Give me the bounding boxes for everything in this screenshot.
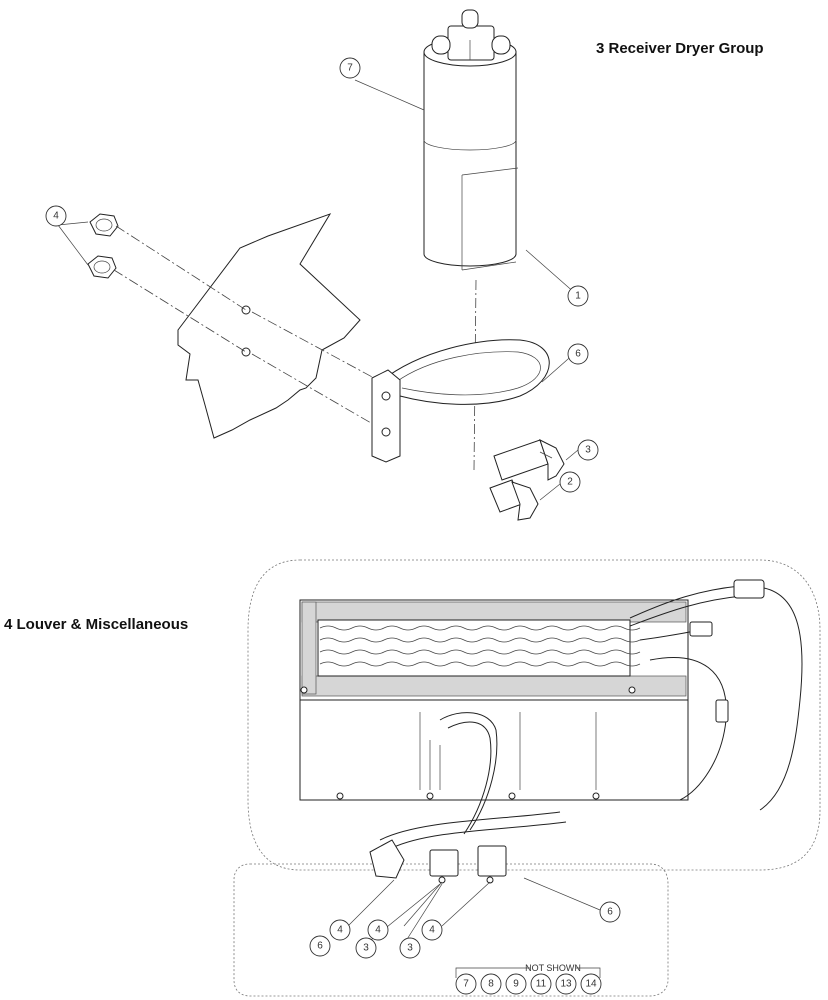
callout-top-6: 6: [567, 343, 589, 365]
louver-envelope: [247, 559, 821, 871]
section-title-louver: 4 Louver & Miscellaneous: [4, 616, 189, 633]
connector-assembly: [369, 839, 507, 884]
svg-text:3: 3: [585, 445, 591, 456]
svg-text:13: 13: [560, 979, 572, 990]
callout-bottom-3b: 3: [399, 937, 421, 959]
callout-bottom-4b: 4: [367, 919, 389, 941]
bolt: [489, 479, 539, 521]
svg-text:4: 4: [337, 925, 343, 936]
svg-text:6: 6: [575, 349, 581, 360]
not-shown-item-8: 8: [480, 973, 502, 995]
hex-nut: [87, 255, 117, 279]
svg-text:7: 7: [463, 979, 469, 990]
mounting-bracket: [177, 213, 361, 439]
clamp-strap: [371, 339, 550, 463]
louver-housing: [299, 599, 689, 801]
svg-text:14: 14: [585, 979, 597, 990]
svg-text:7: 7: [347, 63, 353, 74]
not-shown-label: NOT SHOWN: [525, 963, 581, 973]
callout-bottom-6b: 6: [599, 901, 621, 923]
callout-bottom-4: 4: [329, 919, 351, 941]
detail-box: [233, 863, 669, 997]
not-shown-item-9: 9: [505, 973, 527, 995]
svg-text:8: 8: [488, 979, 494, 990]
svg-text:4: 4: [375, 925, 381, 936]
not-shown-item-7: 7: [455, 973, 477, 995]
svg-text:3: 3: [407, 943, 413, 954]
callout-top-4: 4: [45, 205, 67, 227]
svg-text:4: 4: [53, 211, 59, 222]
svg-text:3: 3: [363, 943, 369, 954]
callout-top-7: 7: [339, 57, 361, 79]
svg-text:6: 6: [607, 907, 613, 918]
not-shown-group: NOT SHOWN 7 8 9 11 13 14: [455, 963, 602, 995]
svg-text:6: 6: [317, 941, 323, 952]
not-shown-item-14: 14: [580, 973, 602, 995]
callout-bottom-6: 6: [309, 935, 331, 957]
callout-top-2: 2: [559, 471, 581, 493]
section-title-receiver-dryer: 3 Receiver Dryer Group: [596, 40, 764, 57]
hex-nut: [89, 213, 119, 237]
svg-text:11: 11: [536, 979, 547, 990]
svg-text:4: 4: [429, 925, 435, 936]
receiver-dryer-cylinder: [423, 9, 519, 271]
callout-top-1: 1: [567, 285, 589, 307]
not-shown-item-11: 11: [530, 973, 552, 995]
callout-bottom-3: 3: [355, 937, 377, 959]
not-shown-item-13: 13: [555, 973, 577, 995]
callout-bottom-4c: 4: [421, 919, 443, 941]
bolt: [493, 439, 565, 481]
svg-text:2: 2: [567, 477, 573, 488]
callout-top-3: 3: [577, 439, 599, 461]
svg-text:1: 1: [575, 291, 581, 302]
hoses-and-wiring: [379, 579, 803, 849]
svg-text:9: 9: [513, 979, 519, 990]
